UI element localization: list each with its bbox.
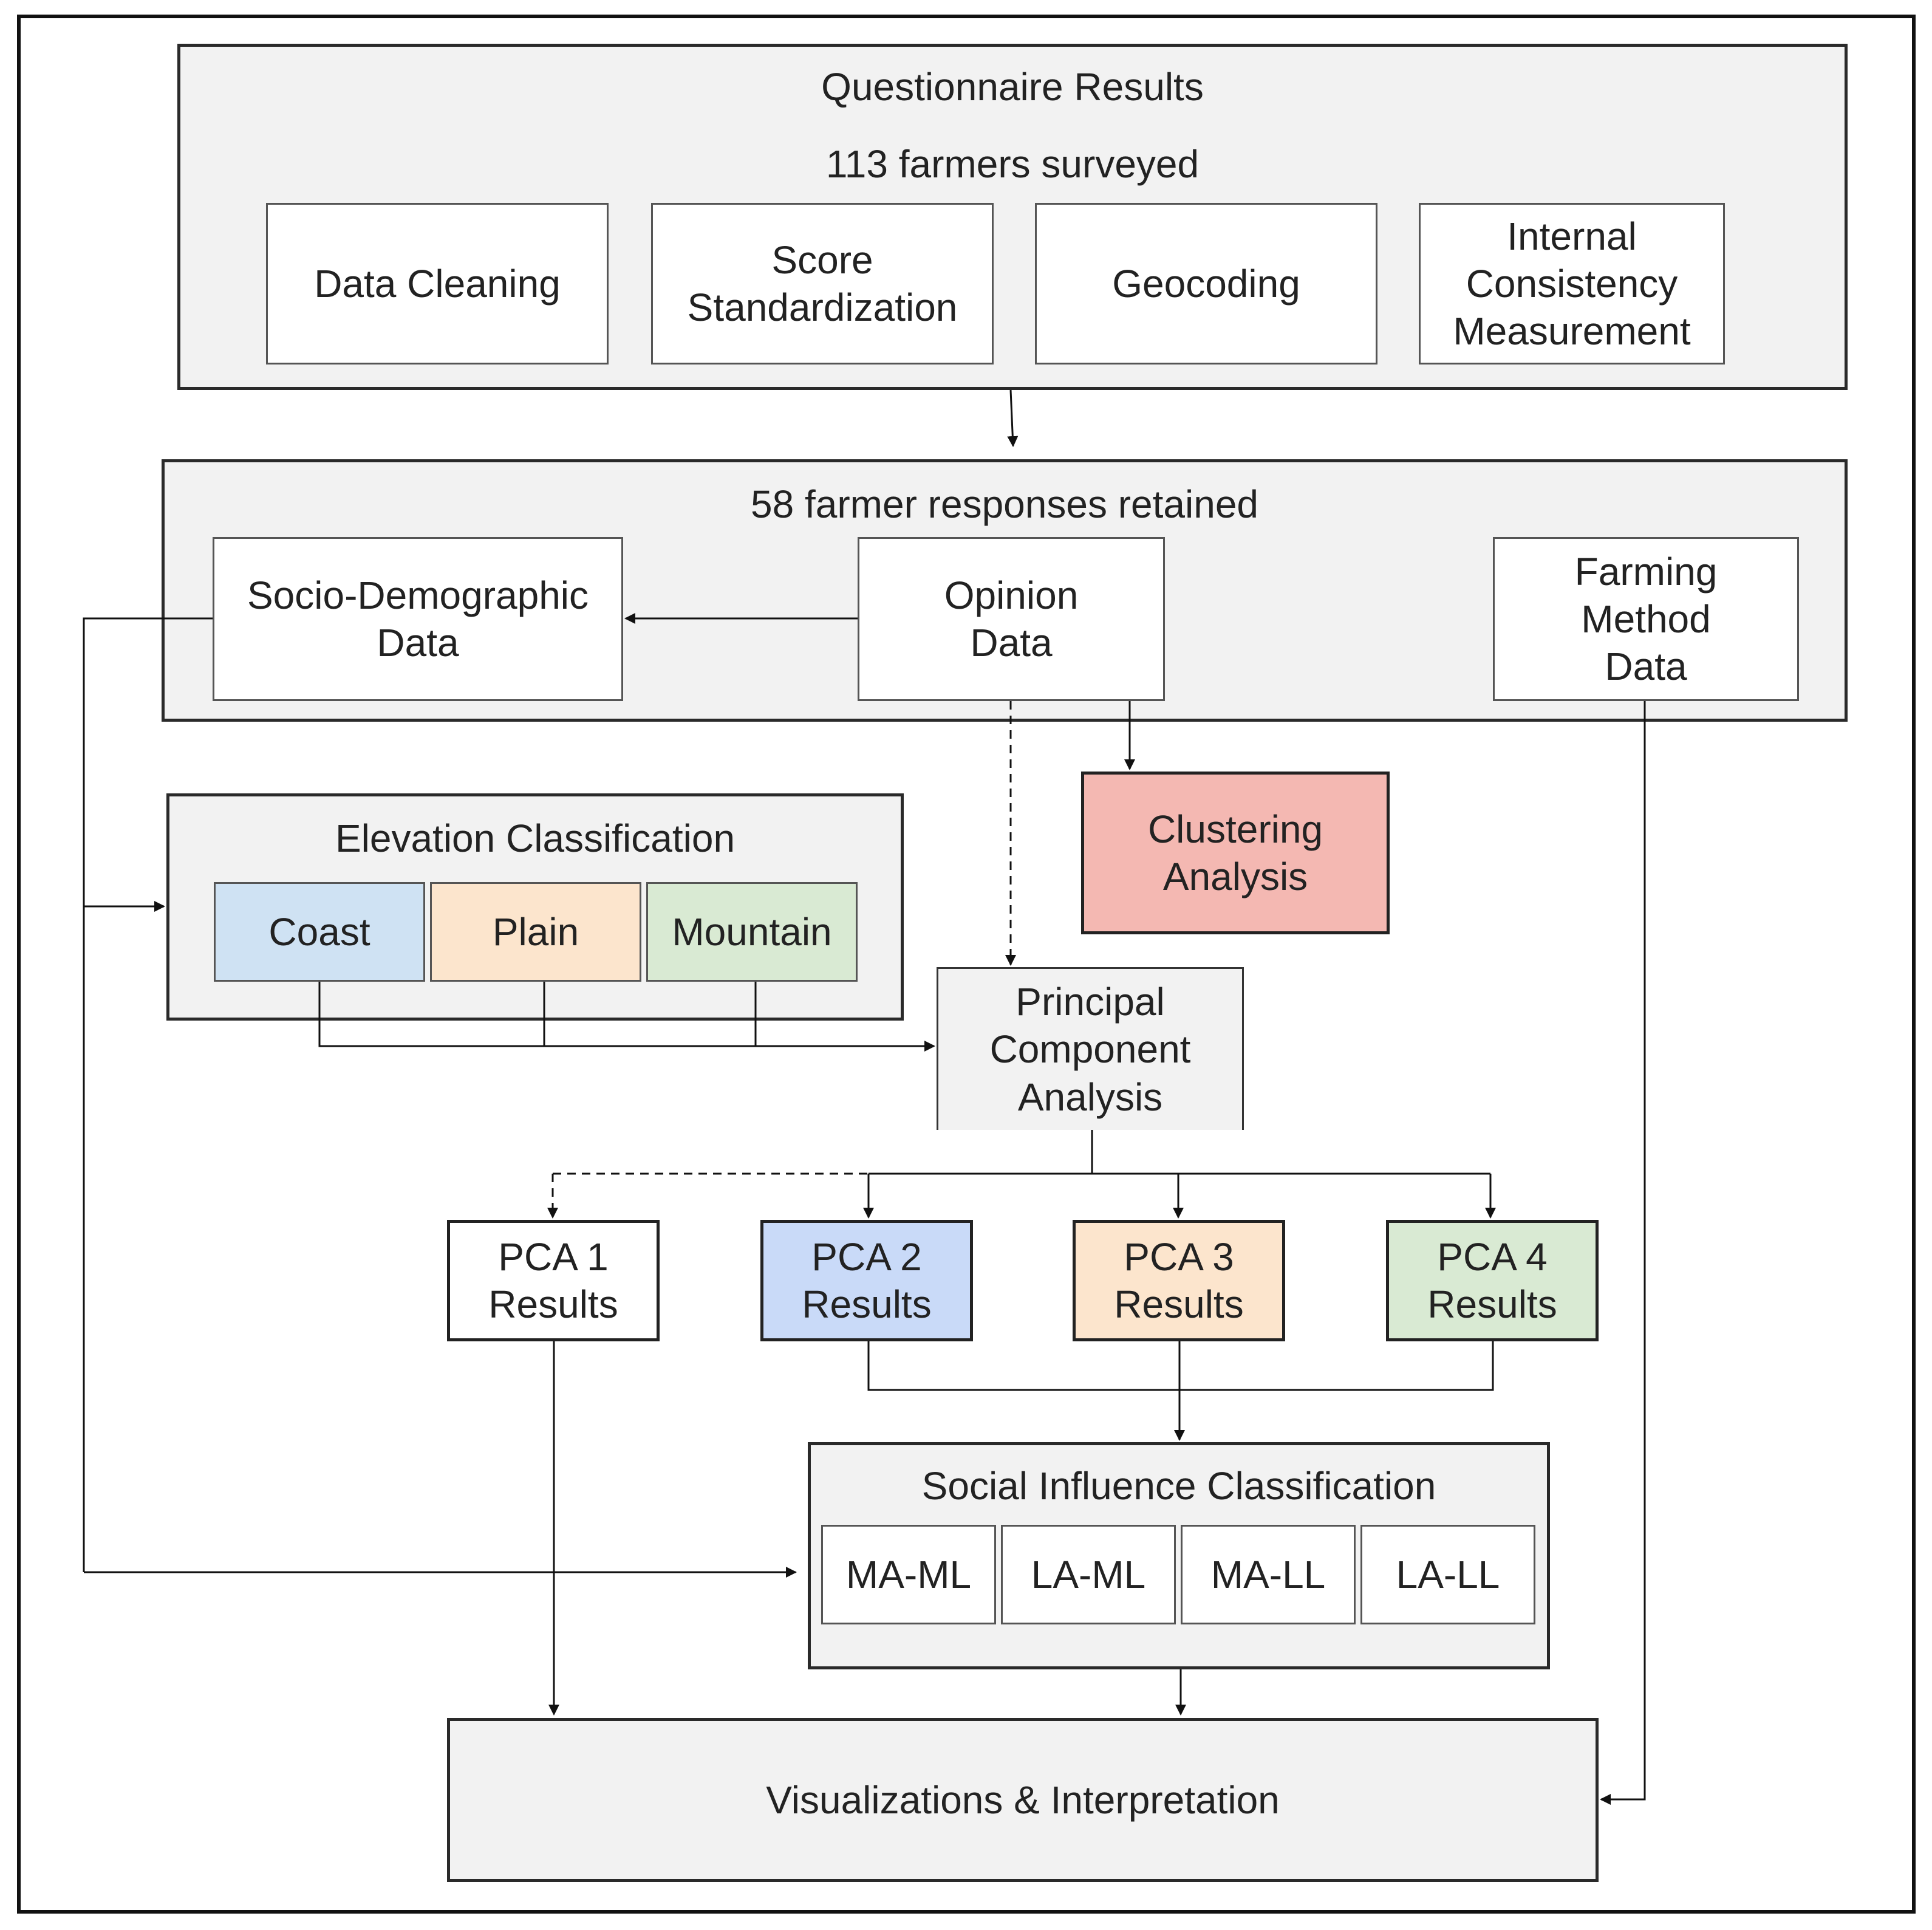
la-ml-class: LA-ML (1001, 1525, 1176, 1624)
data-cleaning-step: Data Cleaning (266, 203, 609, 364)
social-influence-title: Social Influence Classification (921, 1464, 1436, 1508)
ma-ll-class: MA-LL (1181, 1525, 1356, 1624)
questionnaire-title: Questionnaire Results (821, 65, 1204, 109)
coast-class: Coast (214, 882, 425, 982)
retained-responses-title: 58 farmer responses retained (751, 482, 1258, 526)
questionnaire-subtitle: 113 farmers surveyed (825, 142, 1200, 186)
elevation-classification-title: Elevation Classification (335, 816, 736, 860)
ma-ml-class: MA-ML (821, 1525, 996, 1624)
outer-frame (17, 15, 1916, 1914)
mountain-class: Mountain (646, 882, 858, 982)
geocoding-step: Geocoding (1035, 203, 1377, 364)
visualizations-interpretation-box: Visualizations & Interpretation (447, 1718, 1599, 1882)
plain-class: Plain (430, 882, 641, 982)
la-ll-class: LA-LL (1360, 1525, 1535, 1624)
